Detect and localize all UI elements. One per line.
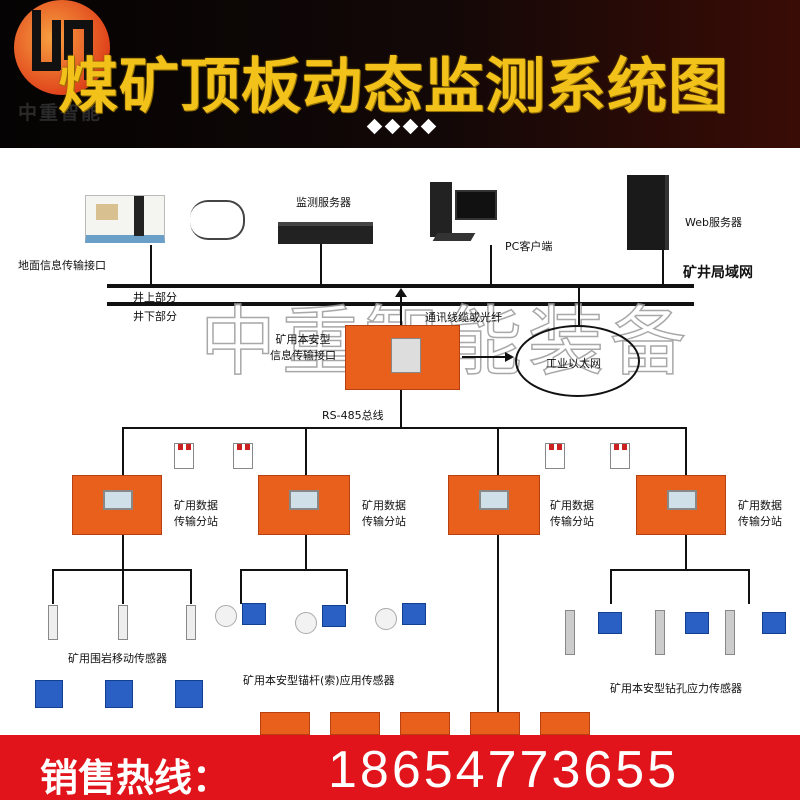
- rock-sensor-label: 矿用围岩移动传感器: [68, 652, 167, 665]
- breaker-icon: [610, 443, 630, 469]
- below-ground-label: 井下部分: [133, 310, 177, 323]
- rs485-bus: [122, 427, 686, 429]
- bolt-sensor-icon: [215, 605, 237, 627]
- surface-bus: [107, 284, 694, 288]
- cable-label: 通讯线缆或光纤: [425, 311, 502, 324]
- sensor-box-icon: [175, 680, 203, 708]
- device-box-icon: [540, 712, 590, 735]
- sensor-box-icon: [402, 603, 426, 625]
- industrial-ethernet-ring: [515, 325, 640, 397]
- bolt-sensor-label: 矿用本安型锚杆(索)应用传感器: [243, 674, 395, 687]
- logo-text: 中重智能: [18, 102, 103, 124]
- footer-banner: [0, 735, 800, 800]
- pc-tower-icon: [430, 182, 452, 237]
- station-label-4: 矿用数据传输分站: [738, 499, 782, 528]
- data-station-4: [636, 475, 726, 535]
- station-label-2: 矿用数据传输分站: [362, 499, 406, 528]
- sensor-box-icon: [762, 612, 786, 634]
- sensor-box-icon: [598, 612, 622, 634]
- web-server-device: [627, 175, 669, 250]
- above-ground-label: 井上部分: [133, 291, 177, 304]
- rock-sensor-icon: [48, 605, 58, 640]
- monitor-server-label: 监测服务器: [296, 196, 351, 209]
- data-station-2: [258, 475, 350, 535]
- data-station-3: [448, 475, 540, 535]
- rock-sensor-icon: [186, 605, 196, 640]
- drill-sensor-icon: [565, 610, 575, 655]
- breaker-icon: [174, 443, 194, 469]
- pc-client-label: PC客户端: [505, 240, 553, 253]
- device-box-icon: [400, 712, 450, 735]
- ethernet-label: 工业以太网: [546, 357, 601, 370]
- drill-sensor-icon: [655, 610, 665, 655]
- drill-sensor-icon: [725, 610, 735, 655]
- sensor-box-icon: [35, 680, 63, 708]
- info-interface-label: 矿用本安型信息传输接口: [270, 333, 336, 362]
- sales-hotline-label: 销售热线：: [40, 756, 231, 800]
- sensor-box-icon: [685, 612, 709, 634]
- device-box-icon: [330, 712, 380, 735]
- breaker-icon: [233, 443, 253, 469]
- data-station-1: [72, 475, 162, 535]
- keyboard-icon: [432, 233, 476, 241]
- rock-sensor-icon: [118, 605, 128, 640]
- device-box-icon: [260, 712, 310, 735]
- info-interface-device: [345, 325, 460, 390]
- drill-sensor-label: 矿用本安型钻孔应力传感器: [610, 682, 742, 695]
- arrow-up-icon: [395, 288, 407, 297]
- station-label-3: 矿用数据传输分站: [550, 499, 594, 528]
- bolt-sensor-icon: [375, 608, 397, 630]
- arrow-right-icon: [505, 352, 514, 362]
- station-label-1: 矿用数据传输分站: [174, 499, 218, 528]
- monitor-server-device: [278, 222, 373, 244]
- sensor-box-icon: [322, 605, 346, 627]
- rs485-label: RS-485总线: [322, 409, 384, 422]
- ground-interface-label: 地面信息传输接口: [18, 259, 106, 272]
- bolt-sensor-icon: [295, 612, 317, 634]
- mine-lan-label: 矿井局域网: [683, 265, 753, 281]
- pc-monitor-icon: [455, 190, 497, 220]
- ground-interface-device: [85, 195, 165, 243]
- cable-icon: [190, 200, 245, 240]
- web-server-label: Web服务器: [685, 216, 742, 229]
- breaker-icon: [545, 443, 565, 469]
- device-box-icon: [470, 712, 520, 735]
- phone-number: 18654773655: [328, 741, 680, 799]
- logo: [14, 0, 110, 95]
- page-title: 煤矿顶板动态监测系统图: [58, 52, 729, 122]
- sensor-box-icon: [105, 680, 133, 708]
- header-banner: [0, 0, 800, 148]
- sensor-box-icon: [242, 603, 266, 625]
